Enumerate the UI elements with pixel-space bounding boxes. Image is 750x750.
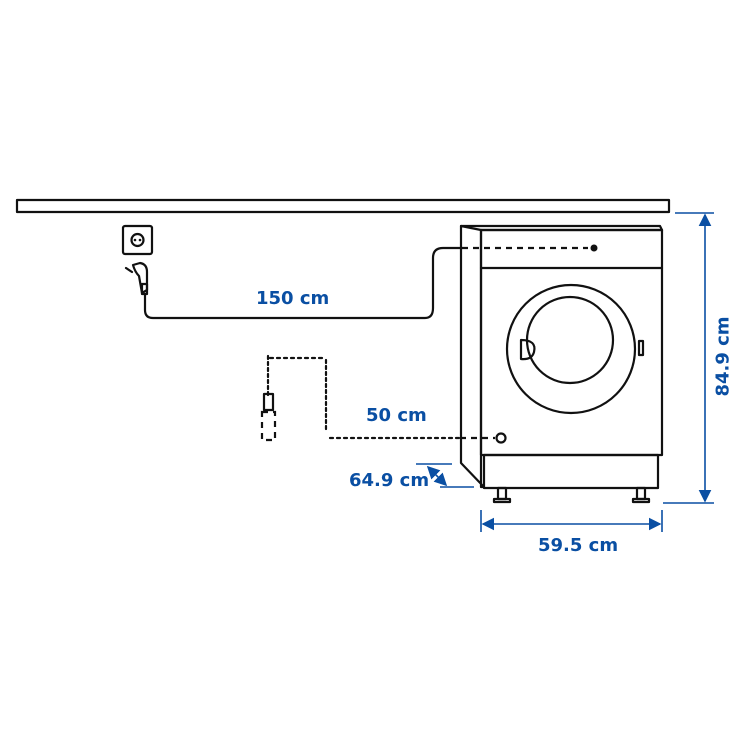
washing-machine: [459, 224, 664, 504]
power-cord: [143, 246, 464, 320]
power-cord-length-label: 150 cm: [256, 288, 330, 309]
depth-dimension: [416, 463, 474, 488]
width-label: 59.5 cm: [538, 535, 619, 556]
depth-label: 64.9 cm: [349, 470, 430, 491]
adjustable-feet: [492, 486, 651, 504]
width-dimension: [480, 510, 663, 532]
wall-socket-icon: [121, 224, 154, 256]
door-glass: [525, 295, 615, 385]
door-outer-ring: [505, 283, 637, 415]
door-handle: [519, 338, 536, 361]
water-inlet-point: [495, 432, 507, 444]
hose-length-label: 50 cm: [366, 405, 427, 426]
worktop: [15, 198, 671, 214]
height-label: 84.9 cm: [712, 316, 734, 397]
plug-icon: [124, 261, 149, 296]
power-connection-point: [590, 244, 598, 252]
water-inlet-hose: [260, 354, 462, 442]
height-dimension: [663, 212, 714, 504]
